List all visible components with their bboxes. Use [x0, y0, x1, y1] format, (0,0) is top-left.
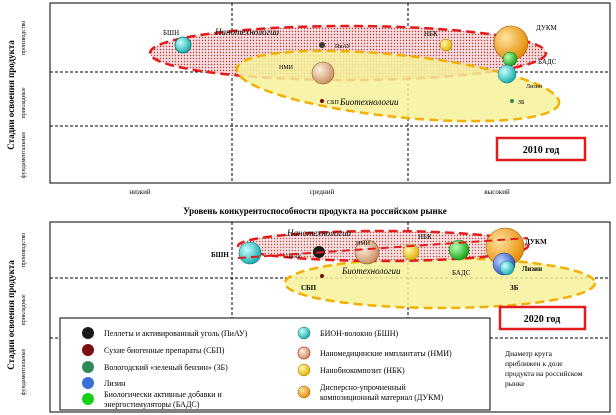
bubble-lysine-2010: [497, 64, 517, 84]
legend-label-sbp: Сухие биогенные препараты (СБП): [104, 346, 225, 355]
bubble-lysine-overlay-2020: [499, 260, 515, 276]
x-axis-title: Уровень конкурентоспособности продукта н…: [183, 206, 446, 216]
y-level-applied-2010: прикладные: [21, 87, 27, 118]
label-dukm-2020: ДУКМ: [525, 238, 547, 246]
legend-label-bshn: БИОН-волокно (БШН): [320, 329, 398, 338]
nanotech-label-2020: Нанотехнологии: [286, 228, 352, 238]
bubble-piau-2010: [319, 42, 325, 48]
x-level-low: низкий: [129, 188, 150, 196]
label-dukm-2010: ДУКМ: [536, 24, 557, 32]
legend-label-lysine: Лизин: [104, 379, 126, 388]
label-piau-2020: ПиАУ: [286, 254, 302, 260]
bubble-nmi-2010: [311, 61, 335, 85]
label-bads-2010: БАДС: [538, 58, 557, 66]
y-axis-title-2010: Стадии освоения продукта: [6, 40, 16, 150]
legend-swatch-nbk: [297, 363, 311, 377]
label-lysine-2020: Лизин: [522, 265, 542, 273]
y-level-production-2020: производство: [21, 233, 27, 268]
y-level-fundamental-2010: фундаментальные: [20, 131, 27, 178]
bottom-panel: Нанотехнологии Биотехнологии БШН ПиАУ СБ…: [6, 221, 611, 413]
legend-swatch-piau: [82, 327, 94, 339]
label-bshn-2020: БШН: [211, 251, 229, 259]
legend-swatch-bads: [82, 393, 94, 405]
bubble-bshn-2020: [238, 241, 262, 265]
legend-swatch-lysine: [82, 377, 94, 389]
legend-swatch-nmi: [297, 346, 311, 360]
bubble-zb-2010: [510, 99, 514, 103]
bubble-sbp-2010: [320, 99, 324, 103]
x-level-high: высокий: [484, 188, 510, 196]
legend-swatch-bshn: [297, 326, 311, 340]
x-level-mid: средний: [310, 188, 335, 196]
legend-label-piau: Пеллеты и активированный уголь (ПиАУ): [104, 329, 248, 338]
legend-swatch-zb: [82, 361, 94, 373]
y-level-production-2010: производство: [21, 21, 27, 56]
legend-note: Диаметр круга приближен к доле продукта …: [505, 349, 584, 388]
label-bads-2020: БАДС: [452, 269, 471, 277]
nanotech-trend-line-2020: [237, 237, 529, 259]
label-zb-2010: ЗБ: [518, 100, 525, 106]
bubble-nbk-2020: [402, 243, 420, 261]
label-nmi-2020: НМИ: [356, 241, 371, 247]
bubble-sbp-2020: [320, 274, 324, 278]
year-label-2020: 2020 год: [524, 314, 561, 325]
label-nbk-2010: НБК: [424, 30, 438, 38]
bubble-nbk-2010: [439, 38, 453, 52]
bottom-panel-frame: [49, 221, 611, 413]
biotech-label-2020: Биотехнологии: [341, 266, 401, 276]
legend-label-zb: Вологодский «зеленый бензин» (ЗБ): [104, 363, 228, 372]
year-box-2020: [498, 305, 587, 331]
legend-label-nmi: Наномедицинские имплантаты (НМИ): [320, 349, 452, 358]
y-axis-title-2020: Стадии освоения продукта: [6, 260, 16, 370]
legend-label-dukm: Дисперсно-упрочненный композиционный мат…: [320, 383, 444, 402]
label-bshn-2010: БШН: [163, 29, 179, 37]
bubble-nmi-2020: [354, 239, 380, 265]
legend-label-nbk: Нанобиокомпозит (НБК): [320, 366, 405, 375]
legend-box: [59, 317, 491, 411]
label-nbk-2020: НБК: [418, 233, 432, 241]
label-nmi-2010: НМИ: [279, 65, 294, 71]
biotech-label-2010: Биотехнологии: [339, 97, 399, 107]
label-sbp-2010: СБП: [327, 100, 339, 106]
bubble-bads-2010: [502, 51, 518, 67]
label-piau-2010: ПиАУ: [335, 44, 351, 50]
label-sbp-2020: СБП: [301, 284, 317, 292]
legend-label-bads: Биологически активные добавки и энергост…: [104, 390, 224, 409]
year-box-2010: [495, 136, 587, 162]
year-label-2010: 2010 год: [523, 145, 560, 156]
nanotech-ellipse-2020: [236, 229, 530, 263]
legend-swatch-sbp: [82, 344, 94, 356]
y-level-applied-2020: прикладные: [21, 294, 27, 325]
bubble-bads-2020: [448, 239, 470, 261]
label-lysine-2010: Лизин: [526, 84, 543, 90]
legend-swatch-dukm: [297, 385, 311, 399]
bubble-bshn-2010: [174, 36, 192, 54]
label-zb-2020: ЗБ: [510, 284, 519, 292]
top-panel-frame: [49, 2, 611, 184]
top-panel: Нанотехнологии Биотехнологии БШН ПиАУ НМ…: [6, 2, 611, 196]
y-level-fundamental-2020: фундаментальные: [20, 348, 27, 395]
biotech-ellipse-2020: [283, 256, 597, 310]
nanotech-label-2010: Нанотехнологии: [214, 27, 280, 37]
